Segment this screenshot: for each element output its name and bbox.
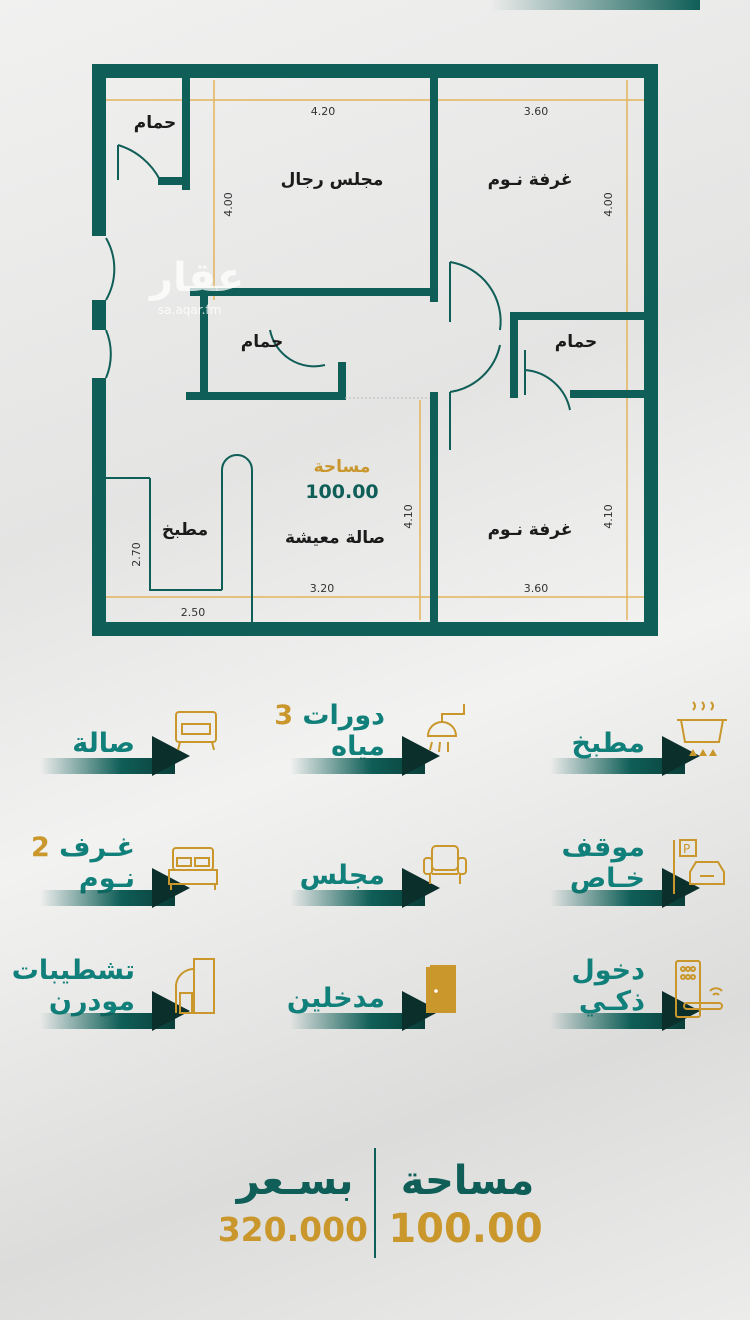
plan-area-label: مساحة	[313, 457, 371, 477]
dim-bedroom-bottom-height: 4.10	[601, 504, 615, 529]
feature-ribbon	[40, 758, 175, 774]
feature-ribbon-arrow	[152, 991, 190, 1031]
dim-majlis-height: 4.00	[221, 192, 235, 217]
room-bath-right: حمام	[554, 332, 598, 352]
dim-bedroom-top-height: 4.00	[601, 192, 615, 217]
feature-kitchen: مطبخ	[510, 700, 740, 790]
room-majlis: مجلس رجال	[280, 170, 384, 190]
room-bedroom-top: غرفة نـوم	[487, 170, 573, 190]
feature-two-entrances: مدخلين	[250, 955, 480, 1045]
feature-label-line1: تشطيبات	[11, 955, 135, 986]
plan-area-value: 100.00	[305, 481, 379, 503]
dim-living-width: 3.20	[309, 582, 335, 595]
room-bath-top-left: حمام	[133, 113, 177, 133]
feature-label-line2: مياه	[331, 731, 385, 762]
sofa-icon	[175, 711, 217, 751]
bed-icon	[168, 847, 218, 890]
watermark-logo: عقار	[150, 255, 245, 301]
feature-salon: صالة	[0, 700, 230, 790]
feature-label-line2: مودرن	[48, 986, 135, 1017]
feature-bedrooms: غـرف 2 نـوم	[0, 832, 230, 922]
armchair-icon	[423, 845, 467, 884]
summary-price-value: 320.000	[217, 1210, 368, 1249]
feature-ribbon	[40, 1013, 175, 1029]
feature-ribbon-arrow	[402, 736, 440, 776]
dim-kitchen-height: 2.70	[129, 542, 143, 567]
room-bath-middle: حمام	[240, 332, 284, 352]
feature-ribbon-arrow	[662, 991, 700, 1031]
dimension-lines	[106, 80, 644, 620]
feature-label: صالة	[72, 728, 135, 759]
top-decoration	[490, 0, 700, 10]
summary-area-value: 100.00	[388, 1206, 543, 1252]
feature-bathrooms: دورات 3 مياه	[250, 700, 480, 790]
feature-label-line1: دورات	[302, 700, 385, 731]
room-kitchen: مطبخ	[161, 520, 209, 540]
feature-label: مجلس	[299, 860, 385, 891]
feature-label: دورات 3 مياه	[274, 700, 385, 762]
door-swings	[105, 144, 571, 622]
dim-bedroom-bottom-width: 3.60	[523, 582, 549, 595]
feature-ribbon	[550, 758, 685, 774]
feature-label-line1: غـرف	[59, 832, 135, 863]
door-icon	[426, 965, 456, 1013]
dim-living-height: 4.10	[401, 504, 415, 529]
feature-ribbon	[290, 1013, 425, 1029]
feature-label: مدخلين	[286, 983, 385, 1014]
feature-ribbon	[290, 758, 425, 774]
floor-plan-walls	[92, 64, 658, 636]
smart-lock-icon	[675, 960, 723, 1018]
building-icon	[175, 958, 215, 1014]
feature-ribbon	[290, 890, 425, 906]
dim-bedroom-top-width: 3.60	[523, 105, 549, 118]
feature-label-line2: نـوم	[78, 863, 135, 894]
cooking-pot-icon	[677, 701, 727, 756]
feature-ribbon	[550, 1013, 685, 1029]
feature-majlis: مجلس	[250, 832, 480, 922]
room-bedroom-bottom: غرفة نـوم	[487, 520, 573, 540]
summary-divider	[374, 1148, 376, 1258]
parking-car-icon: P	[673, 839, 725, 894]
feature-ribbon	[40, 890, 175, 906]
svg-text:P: P	[683, 842, 690, 856]
watermark-site: sa.aqar.fm	[158, 303, 222, 317]
dim-kitchen-width: 2.50	[180, 606, 206, 619]
feature-ribbon-arrow	[662, 868, 700, 908]
summary-price-label: بسـعر	[236, 1158, 354, 1204]
feature-count: 3	[274, 700, 294, 731]
feature-label-line2: خـاص	[569, 863, 645, 894]
dim-majlis-width: 4.20	[310, 105, 336, 118]
feature-label-line1: دخول	[571, 955, 645, 986]
feature-count: 2	[30, 832, 50, 863]
feature-label: مطبخ	[571, 728, 646, 759]
room-living: صالة معيشة	[284, 528, 386, 548]
walls	[92, 64, 658, 636]
shower-icon	[426, 704, 465, 753]
summary-area-label: مساحة	[400, 1158, 535, 1204]
feature-ribbon	[550, 890, 685, 906]
feature-label: غـرف 2 نـوم	[31, 832, 135, 894]
feature-label-line1: موقف	[561, 832, 645, 863]
feature-label-line2: ذكـي	[578, 986, 645, 1017]
